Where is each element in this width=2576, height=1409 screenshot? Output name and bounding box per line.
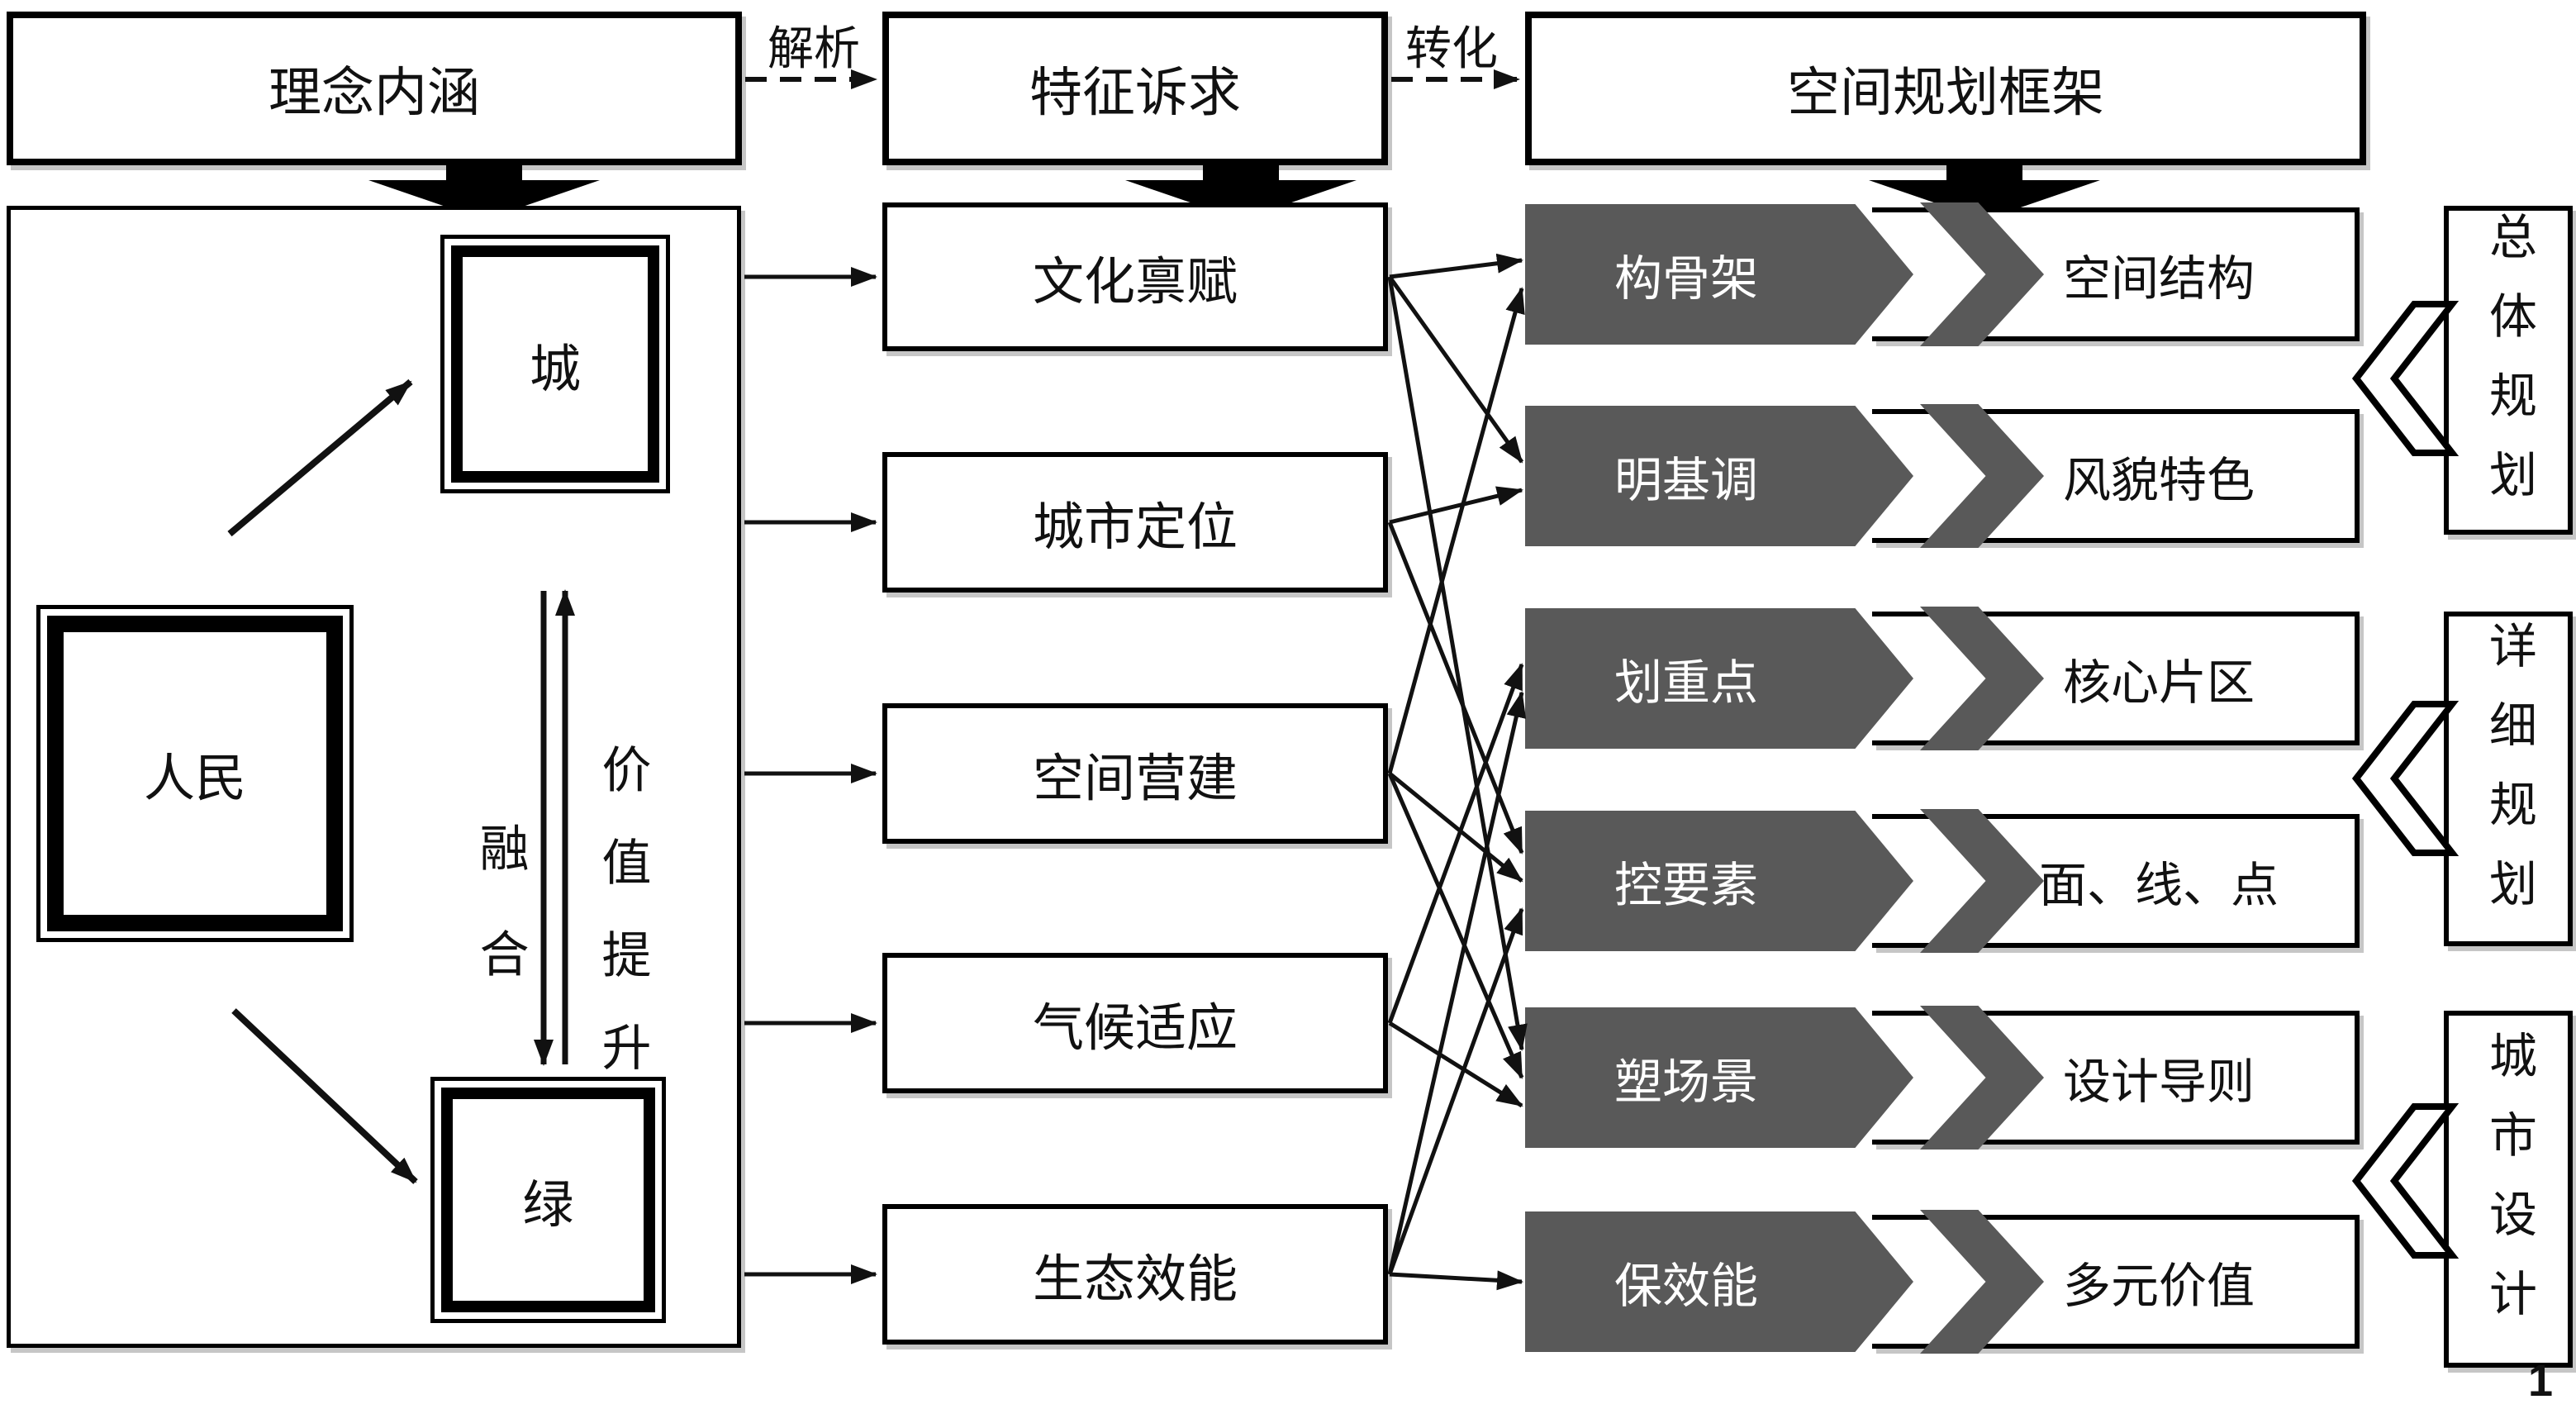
transition-label-transform: 转化: [1405, 22, 1498, 74]
demand-to-framework-arrow: [1387, 663, 1524, 1024]
people-node-label: 人民: [143, 750, 246, 807]
plan-box-detailed: 详细规划: [2444, 612, 2573, 946]
framework-row-scene: 设计导则 塑场景: [1525, 1006, 2360, 1150]
concept-arrows: [227, 378, 575, 1184]
chevron-left-icon: [2351, 301, 2460, 456]
demand-box-culture: 文化禀赋: [882, 202, 1388, 351]
demand-to-framework-arrow: [1388, 1021, 1523, 1108]
demand-box-climate: 气候适应: [882, 953, 1388, 1093]
framework-output: 风貌特色: [2062, 454, 2255, 507]
header-demands-label: 特征诉求: [1029, 63, 1241, 122]
demand-to-framework-arrow: [1387, 907, 1524, 1275]
framework-row-efficiency: 多元价值 保效能: [1525, 1210, 2360, 1354]
city-node-label: 城: [529, 340, 581, 398]
demand-to-framework-arrow: [1389, 1270, 1523, 1291]
framework-output: 多元价值: [2062, 1259, 2255, 1313]
down-arrow-icon: [1203, 162, 1279, 183]
header-concept-label: 理念内涵: [269, 63, 480, 122]
chevron-left-icon: [2351, 1103, 2460, 1259]
fusion-label: 融合: [473, 822, 528, 1034]
demand-label: 气候适应: [1032, 1000, 1238, 1057]
header-box-framework: 空间规划框架: [1525, 12, 2366, 165]
plan-label: 总体规划: [2482, 212, 2536, 529]
people-node: 人民: [36, 605, 354, 942]
framework-action: 塑场景: [1614, 1055, 1758, 1109]
demand-label: 文化禀赋: [1032, 254, 1238, 311]
demand-label: 空间营建: [1032, 750, 1238, 807]
concept-container: 城 人民 绿 融合 价值提升: [7, 206, 741, 1348]
framework-action: 构骨架: [1614, 252, 1758, 306]
header-box-demands: 特征诉求: [882, 12, 1388, 165]
demand-to-framework-arrow: [1389, 486, 1523, 525]
demand-to-framework-arrow: [1387, 773, 1524, 1079]
demand-box-space: 空间营建: [882, 703, 1388, 844]
down-arrow-icon: [1946, 162, 2022, 183]
city-node: 城: [440, 235, 670, 493]
demand-to-framework-arrow: [1387, 691, 1527, 1275]
header-box-concept: 理念内涵: [7, 12, 742, 165]
framework-output: 核心片区: [2062, 656, 2255, 710]
framework-output: 面、线、点: [2038, 859, 2279, 912]
green-node: 绿: [430, 1077, 666, 1323]
plan-label: 城市设计: [2482, 1031, 2536, 1348]
framework-row-elements: 面、线、点 控要素: [1525, 809, 2360, 953]
demand-to-framework-arrow: [1387, 275, 1524, 464]
framework-action: 保效能: [1614, 1259, 1758, 1313]
framework-row-tone: 风貌特色 明基调: [1525, 404, 2360, 548]
demand-box-positioning: 城市定位: [882, 452, 1388, 593]
plan-label: 详细规划: [2482, 620, 2536, 938]
page-number: 1: [2528, 1356, 2554, 1406]
demand-to-framework-arrow: [1389, 253, 1523, 279]
framework-row-skeleton: 空间结构 构骨架: [1525, 202, 2360, 346]
framework-action: 划重点: [1614, 656, 1758, 710]
people-to-green-arrow: [231, 1008, 418, 1184]
down-arrow-icon: [446, 162, 522, 183]
transition-label-analysis: 解析: [768, 22, 860, 74]
chevron-left-icon: [2351, 701, 2460, 856]
framework-output: 空间结构: [2062, 252, 2255, 306]
framework-output: 设计导则: [2062, 1055, 2255, 1109]
framework-action: 控要素: [1614, 859, 1758, 912]
green-node-label: 绿: [522, 1177, 574, 1234]
plan-box-master: 总体规划: [2444, 206, 2573, 535]
framework-action: 明基调: [1614, 454, 1758, 507]
demand-to-framework-arrow: [1387, 287, 1525, 774]
demand-to-framework-arrow: [1387, 276, 1528, 1051]
demand-label: 城市定位: [1032, 499, 1238, 556]
people-to-city-arrow: [227, 378, 413, 537]
framework-row-focus: 核心片区 划重点: [1525, 607, 2360, 750]
demand-label: 生态效能: [1032, 1251, 1238, 1308]
demand-to-framework-arrow: [1387, 521, 1524, 854]
plan-box-urban-design: 城市设计: [2444, 1011, 2573, 1368]
demand-to-framework-arrow: [1388, 772, 1523, 883]
header-framework-label: 空间规划框架: [1787, 63, 2104, 122]
value-uplift-label: 价值提升: [595, 744, 650, 1114]
demand-box-ecology: 生态效能: [882, 1204, 1388, 1345]
